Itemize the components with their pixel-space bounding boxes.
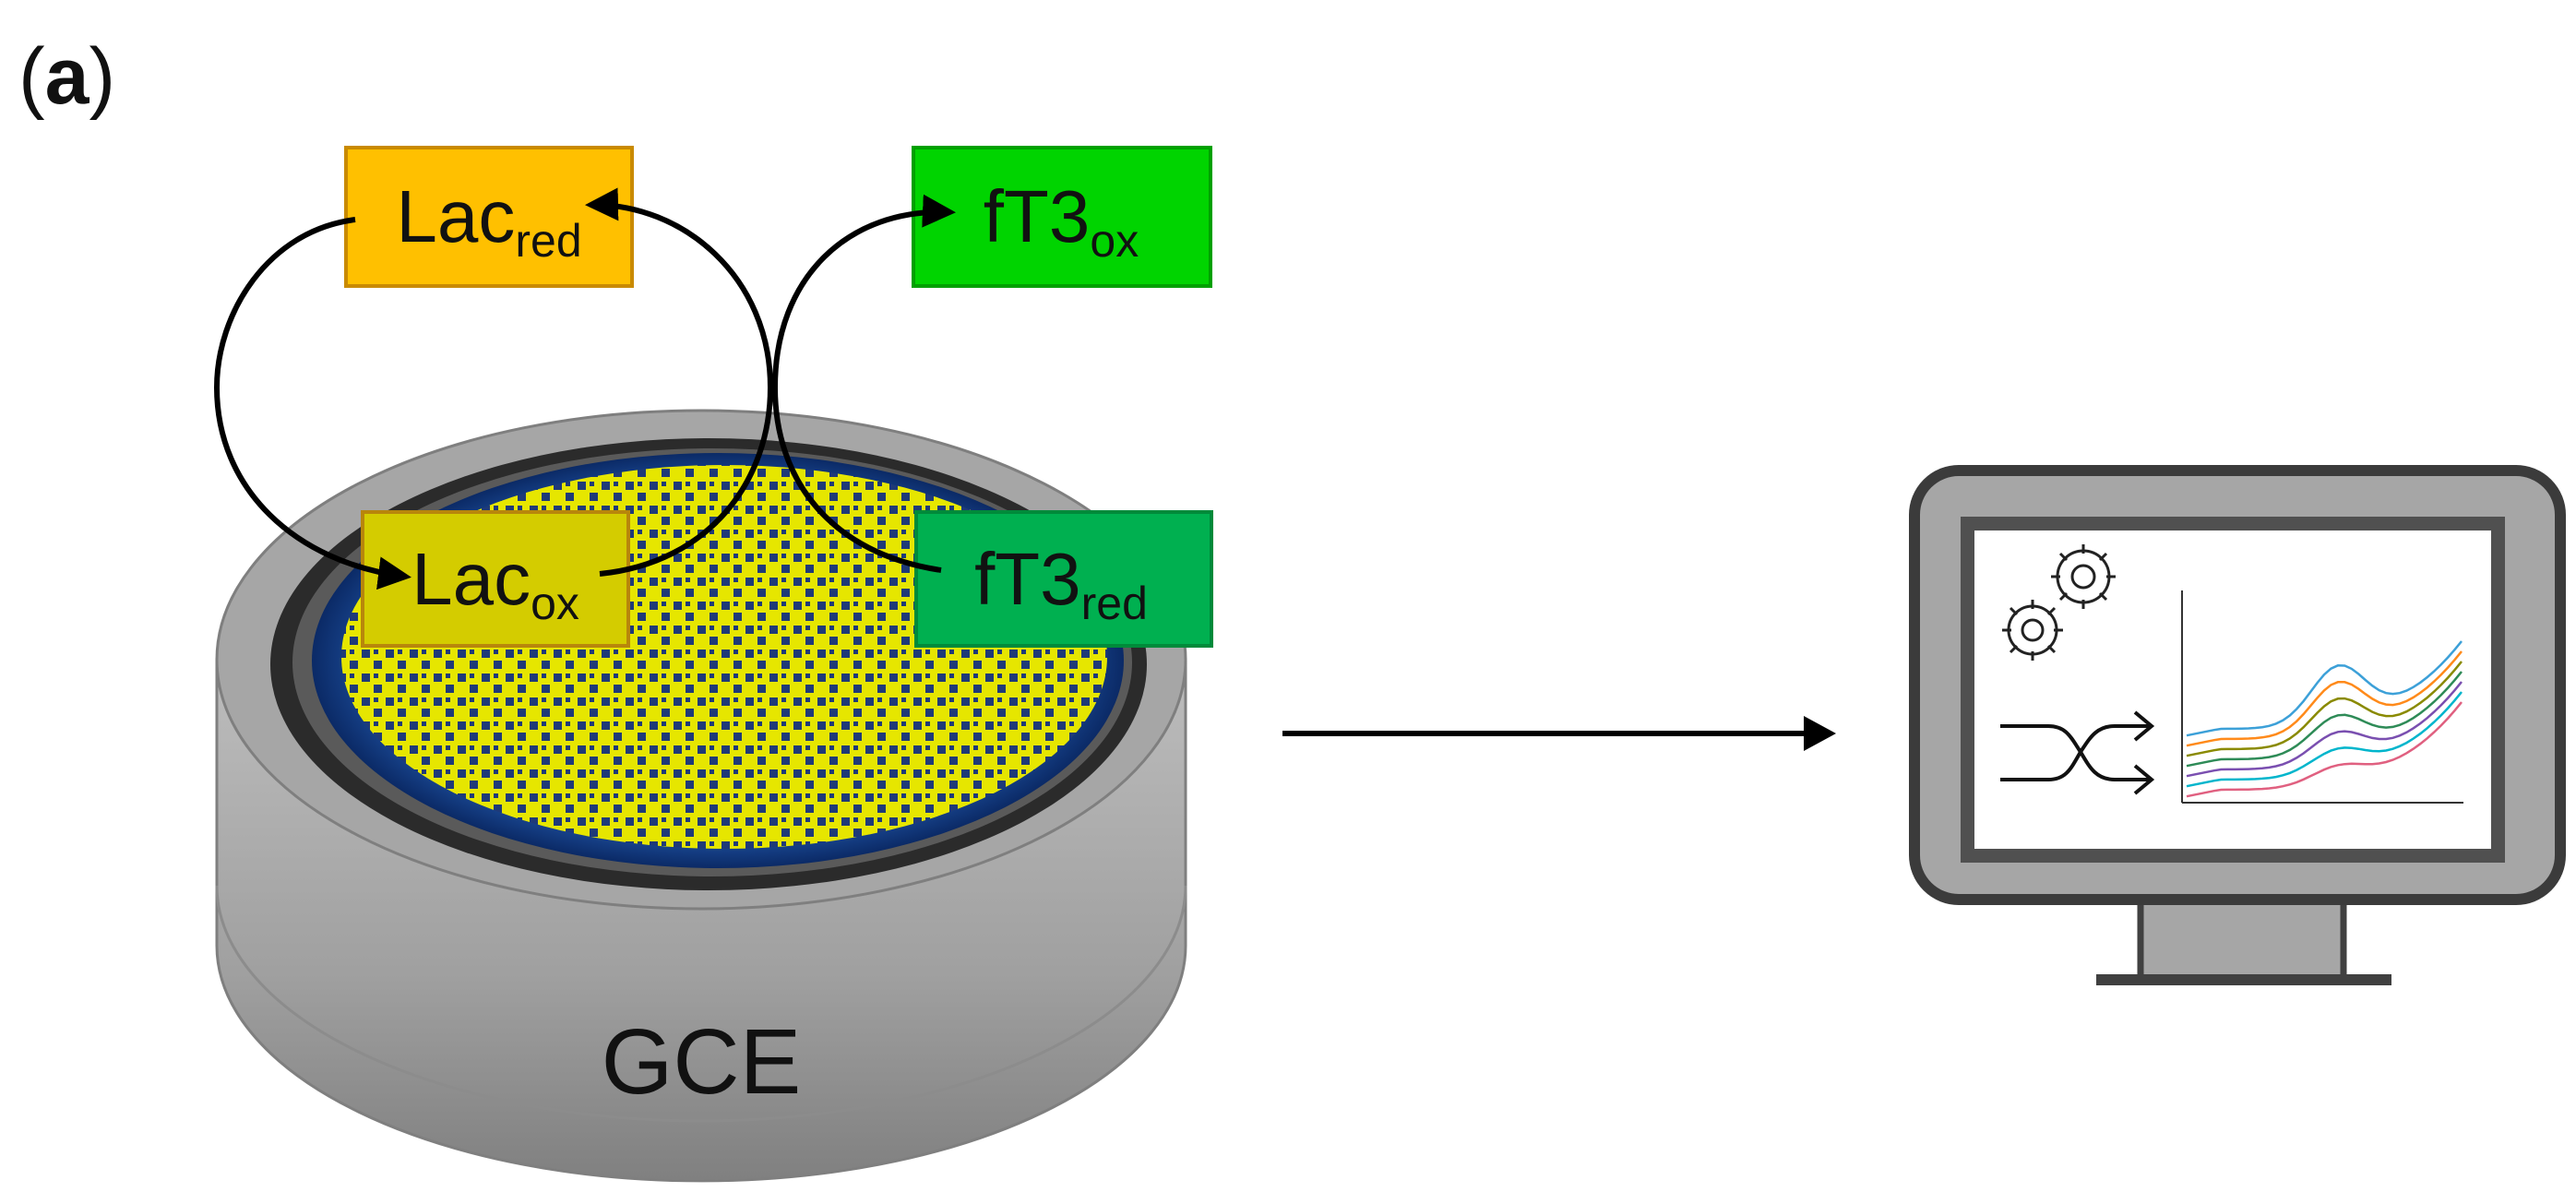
lac-red-label: Lacred	[396, 175, 581, 267]
mini-plot-curve	[2186, 640, 2463, 737]
lac-ox-label: Lacox	[411, 538, 579, 629]
mini-voltammogram-plot	[2181, 590, 2463, 804]
ft3-red-box	[914, 510, 1213, 648]
species-ft3-ox: fT3ox	[912, 146, 1212, 288]
process-arrow-head	[1804, 716, 1836, 751]
species-ft3-red: fT3red	[914, 510, 1213, 648]
gear-icon	[2051, 544, 2116, 609]
monitor-screen	[1974, 530, 2491, 849]
ft3-ox-box	[912, 146, 1212, 288]
ft3-red-label: fT3red	[974, 538, 1148, 629]
computer-monitor	[1909, 465, 2566, 985]
shuffle-arrows-icon	[2000, 710, 2155, 795]
mini-plot-curve	[2186, 671, 2463, 768]
gear-icon	[2002, 600, 2063, 661]
species-lac-red: Lacred	[344, 146, 634, 288]
mini-plot-curve	[2186, 691, 2463, 788]
arrow-lacred-to-lacox	[213, 217, 411, 590]
process-arrow	[1282, 716, 1836, 751]
arrow-ft3red-to-ft3ox	[771, 194, 956, 573]
mini-plot-curve	[2186, 701, 2463, 798]
mini-plot-curve	[2186, 650, 2463, 747]
arrow-lacox-to-lacred	[585, 187, 774, 577]
redox-cycle-arrows	[213, 187, 956, 590]
ft3-ox-label: fT3ox	[984, 175, 1139, 267]
lac-red-box	[344, 146, 634, 288]
electrode-bevel-line	[215, 885, 1187, 1123]
mini-plot-curve	[2186, 681, 2463, 778]
electrode-label: GCE	[602, 1010, 802, 1114]
monitor-neck	[2137, 896, 2347, 982]
mini-plot-curve	[2186, 661, 2463, 757]
panel-label: (a)	[18, 32, 115, 121]
